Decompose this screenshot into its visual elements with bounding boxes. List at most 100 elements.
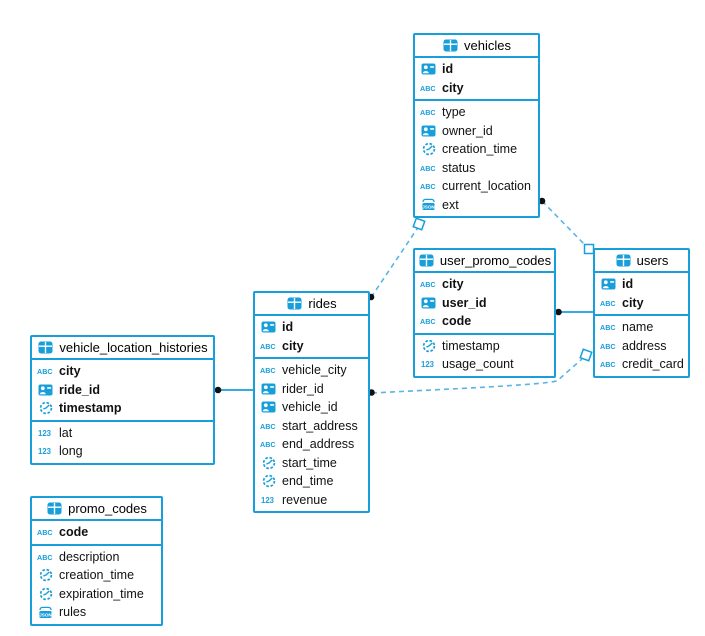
column-id[interactable]: id <box>255 318 368 337</box>
person-id-icon <box>420 125 437 137</box>
column-ride_id[interactable]: ride_id <box>32 381 213 400</box>
column-label: city <box>282 338 304 353</box>
column-vehicle_id[interactable]: vehicle_id <box>255 398 368 417</box>
relationship-vehicles-to-users[interactable] <box>538 197 595 255</box>
key-columns-section: ABC code <box>32 521 161 544</box>
relationship-user_promo_codes-to-users[interactable] <box>555 308 593 316</box>
svg-text:ABC: ABC <box>37 528 53 537</box>
column-id[interactable]: id <box>415 60 538 79</box>
column-creation_time[interactable]: creation_time <box>415 140 538 159</box>
table-title: promo_codes <box>68 501 147 516</box>
table-header[interactable]: promo_codes <box>32 498 161 521</box>
svg-text:ABC: ABC <box>600 360 616 369</box>
abc-text-icon: ABC <box>420 316 437 326</box>
table-header[interactable]: vehicle_location_histories <box>32 337 213 360</box>
svg-text:ABC: ABC <box>420 280 436 289</box>
column-label: description <box>59 549 120 564</box>
column-label: id <box>442 62 454 77</box>
clock-icon <box>37 401 54 415</box>
column-revenue[interactable]: 123 revenue <box>255 491 368 510</box>
numeric-123-icon: 123 <box>260 495 277 505</box>
table-title: users <box>636 253 669 268</box>
column-label: city <box>622 295 644 310</box>
column-label: creation_time <box>59 568 135 583</box>
svg-text:JSON: JSON <box>422 205 435 210</box>
relationship-vehicle_location_histories-to-rides[interactable] <box>214 386 253 394</box>
column-timestamp[interactable]: timestamp <box>415 337 554 356</box>
column-usage_count[interactable]: 123 usage_count <box>415 355 554 374</box>
column-label: code <box>59 525 89 540</box>
column-start_time[interactable]: start_time <box>255 454 368 473</box>
table-icon <box>442 39 459 52</box>
table-header[interactable]: users <box>595 250 688 273</box>
abc-text-icon: ABC <box>37 366 54 376</box>
table-header[interactable]: user_promo_codes <box>415 250 554 273</box>
svg-text:123: 123 <box>38 447 52 456</box>
relationship-endpoint-diamond <box>412 217 426 231</box>
abc-text-icon: ABC <box>260 365 277 375</box>
column-expiration_time[interactable]: expiration_time <box>32 585 161 604</box>
column-credit_card[interactable]: ABC credit_card <box>595 355 688 374</box>
column-user_id[interactable]: user_id <box>415 294 554 313</box>
svg-text:123: 123 <box>38 429 52 438</box>
column-label: user_id <box>442 295 487 310</box>
person-id-icon <box>260 401 277 413</box>
column-label: vehicle_city <box>282 363 347 378</box>
table-header[interactable]: vehicles <box>415 35 538 58</box>
person-id-icon <box>260 383 277 395</box>
column-owner_id[interactable]: owner_id <box>415 122 538 141</box>
abc-text-icon: ABC <box>37 527 54 537</box>
clock-icon <box>420 339 437 353</box>
column-vehicle_city[interactable]: ABC vehicle_city <box>255 361 368 380</box>
column-city[interactable]: ABC city <box>255 337 368 356</box>
column-code[interactable]: ABC code <box>32 523 161 542</box>
abc-text-icon: ABC <box>260 439 277 449</box>
column-label: vehicle_id <box>282 400 338 415</box>
column-label: credit_card <box>622 357 684 372</box>
columns-section: timestamp 123 usage_count <box>415 332 554 376</box>
person-id-icon <box>420 297 437 309</box>
svg-text:123: 123 <box>421 360 435 369</box>
column-timestamp[interactable]: timestamp <box>32 399 213 418</box>
column-id[interactable]: id <box>595 275 688 294</box>
column-rider_id[interactable]: rider_id <box>255 380 368 399</box>
column-label: expiration_time <box>59 586 144 601</box>
column-end_time[interactable]: end_time <box>255 472 368 491</box>
abc-text-icon: ABC <box>260 341 277 351</box>
numeric-123-icon: 123 <box>37 446 54 456</box>
clock-icon <box>260 456 277 470</box>
column-label: revenue <box>282 492 328 507</box>
column-creation_time[interactable]: creation_time <box>32 566 161 585</box>
table-icon <box>46 502 63 515</box>
column-label: usage_count <box>442 357 514 372</box>
svg-text:JSON: JSON <box>39 612 52 617</box>
column-label: owner_id <box>442 123 493 138</box>
table-header[interactable]: rides <box>255 293 368 316</box>
